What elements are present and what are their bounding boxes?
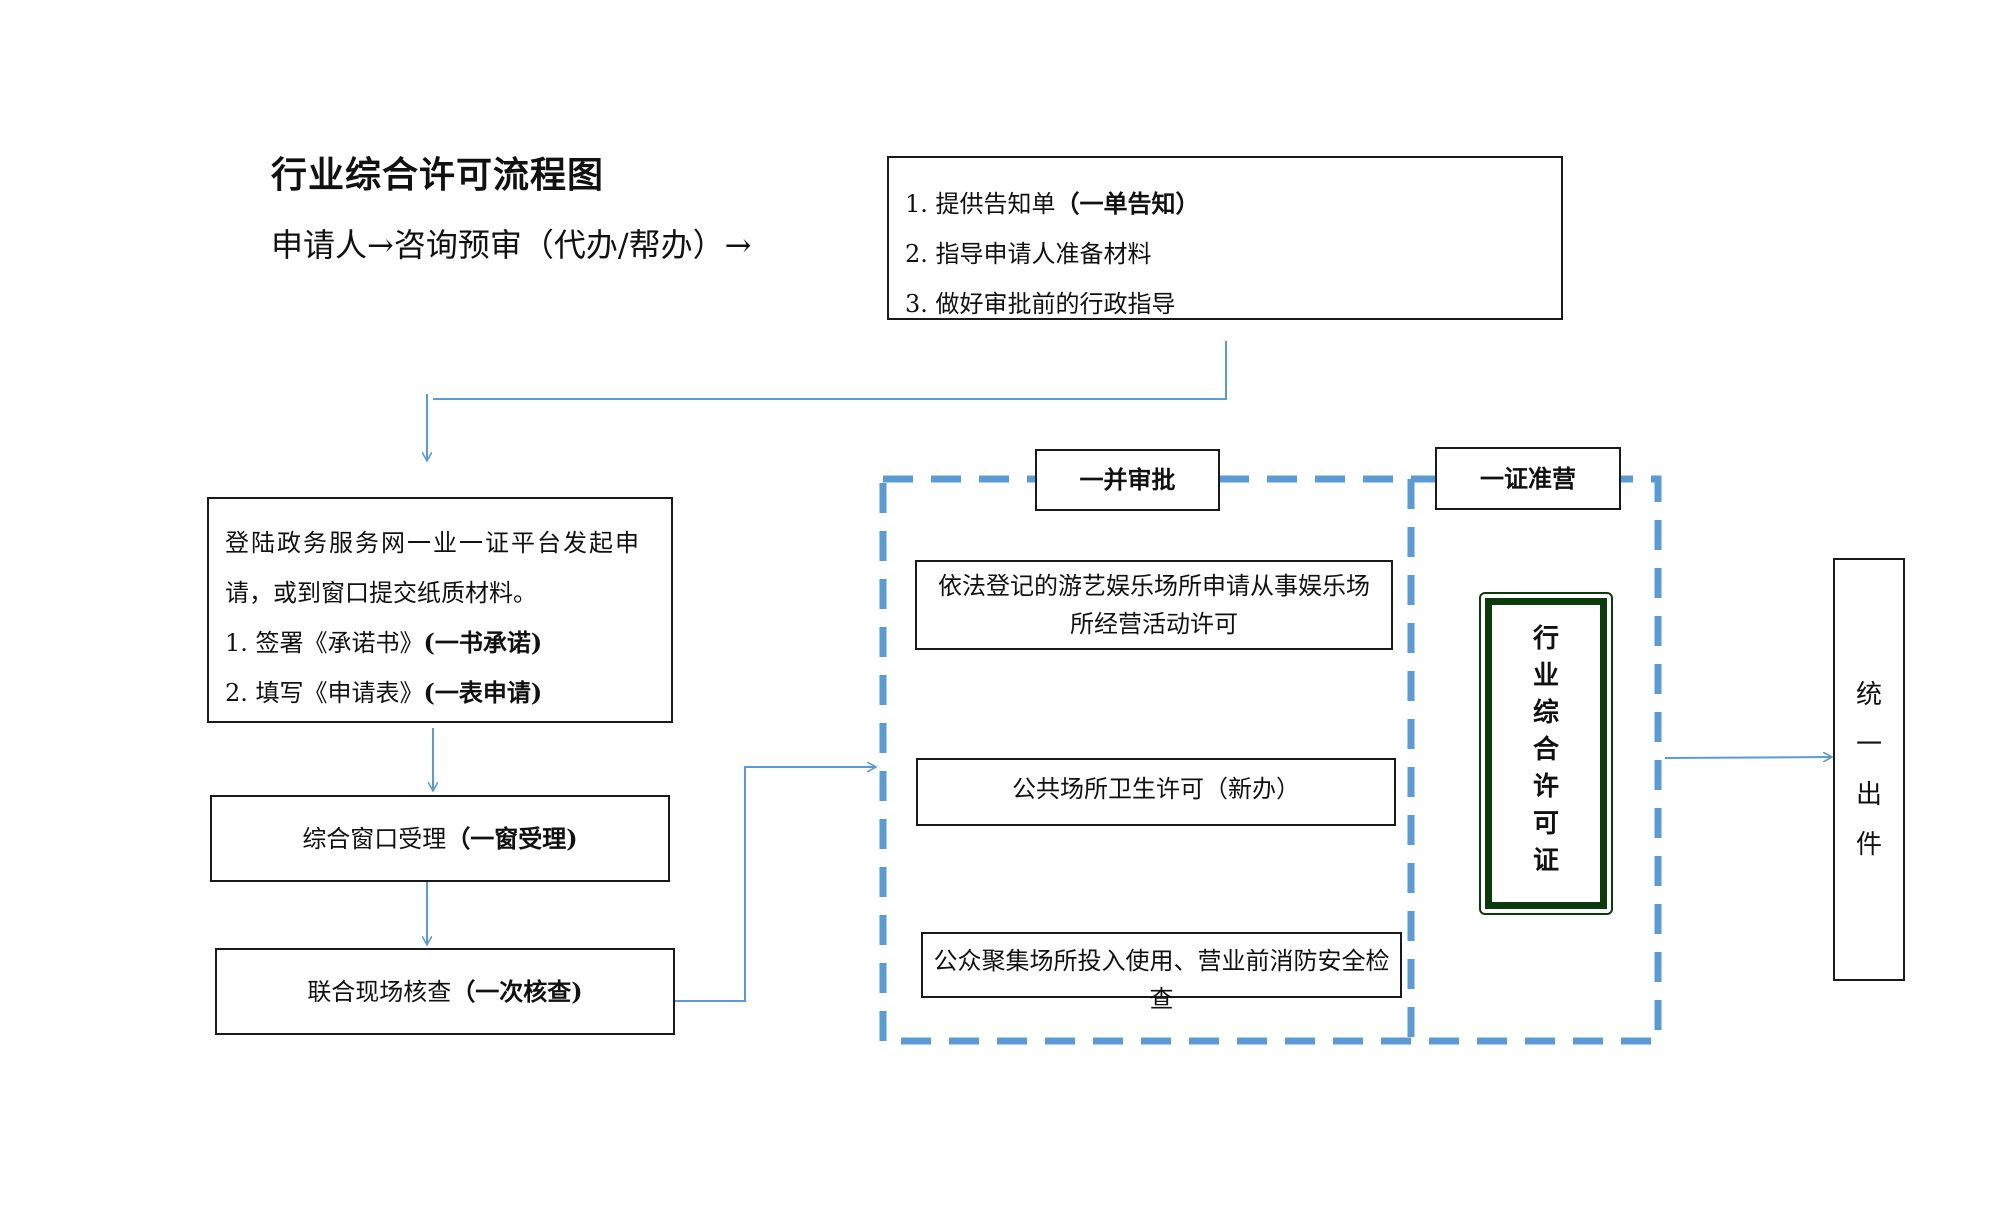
consult-item-num: 2.	[905, 240, 928, 268]
apply-line-2: 请，或到窗口提交纸质材料。	[225, 579, 537, 607]
industry-license-certificate: 行 业 综 合 许 可 证	[1479, 592, 1613, 915]
consult-item-tag: （一单告知）	[1055, 189, 1200, 218]
license-char: 综	[1532, 698, 1559, 728]
apply-item-text: 填写《申请表》	[255, 679, 424, 707]
license-char: 可	[1532, 809, 1559, 839]
approval-item-text: 公众聚集场所投入使用、营业前消防安全检查	[933, 947, 1390, 1013]
joint-approval-label-box: 一并审批	[1035, 449, 1220, 511]
consult-item-text: 指导申请人准备材料	[935, 240, 1152, 268]
consult-box: 1. 提供告知单（一单告知） 2. 指导申请人准备材料 3. 做好审批前的行政指…	[887, 156, 1563, 320]
consult-item: 1. 提供告知单（一单告知）	[905, 184, 1200, 219]
output-char: 出	[1855, 779, 1882, 810]
consult-item-text: 提供告知单	[935, 190, 1056, 218]
output-char: 一	[1855, 729, 1882, 760]
consult-item-text: 做好审批前的行政指导	[935, 290, 1176, 318]
license-char: 行	[1532, 624, 1559, 654]
consult-item-num: 1.	[905, 190, 928, 218]
window-acceptance-box: 综合窗口受理（一窗受理)	[210, 795, 670, 882]
apply-item-tag: (一表申请)	[423, 678, 543, 707]
license-frame: 行 业 综 合 许 可 证	[1485, 598, 1607, 909]
one-license-label-box: 一证准营	[1435, 447, 1621, 510]
flow-subtitle: 申请人→咨询预审（代办/帮办）→	[271, 226, 752, 264]
license-char: 证	[1532, 846, 1559, 876]
approval-item-hygiene: 公共场所卫生许可（新办）	[916, 758, 1396, 826]
joint-inspection-text: 联合现场核查	[307, 977, 452, 1006]
apply-item-num: 2.	[225, 679, 248, 707]
output-char: 统	[1855, 679, 1882, 710]
consult-item: 3. 做好审批前的行政指导	[905, 284, 1176, 319]
connector-consult-to-apply	[433, 341, 1227, 400]
joint-inspection-box: 联合现场核查（一次核查)	[215, 948, 675, 1035]
apply-item: 2. 填写《申请表》(一表申请)	[225, 673, 542, 708]
connector-inspect-to-joint	[675, 767, 875, 1002]
license-char: 许	[1532, 772, 1559, 802]
one-license-label: 一证准营	[1480, 463, 1576, 493]
license-char: 合	[1532, 735, 1559, 765]
consult-item-num: 3.	[905, 290, 928, 318]
window-acceptance-text: 综合窗口受理	[302, 824, 447, 853]
approval-item-text: 公共场所卫生许可（新办）	[1012, 775, 1300, 803]
page-title: 行业综合许可流程图	[271, 155, 605, 196]
license-char: 业	[1532, 661, 1559, 691]
output-char: 件	[1855, 829, 1882, 860]
apply-item-num: 1.	[225, 629, 248, 657]
approval-item-text: 依法登记的游艺娱乐场所申请从事娱乐场所经营活动许可	[938, 572, 1370, 638]
apply-item: 1. 签署《承诺书》(一书承诺)	[225, 623, 542, 658]
approval-item-entertainment: 依法登记的游艺娱乐场所申请从事娱乐场所经营活动许可	[915, 560, 1393, 650]
joint-inspection-tag: （一次核查)	[451, 976, 583, 1006]
unified-output-box: 统 一 出 件	[1833, 558, 1905, 981]
joint-approval-label: 一并审批	[1079, 465, 1176, 494]
consult-item: 2. 指导申请人准备材料	[905, 234, 1152, 269]
window-acceptance-tag: （一窗受理)	[446, 823, 578, 853]
apply-line-1: 登陆政务服务网一业一证平台发起申	[225, 529, 641, 557]
apply-item-tag: (一书承诺)	[423, 628, 543, 657]
approval-item-fire-safety: 公众聚集场所投入使用、营业前消防安全检查	[921, 932, 1402, 1013]
apply-box: 登陆政务服务网一业一证平台发起申 请，或到窗口提交纸质材料。 1. 签署《承诺书…	[207, 497, 673, 723]
arrow-license-to-output	[1664, 757, 1831, 758]
apply-item-text: 签署《承诺书》	[255, 629, 424, 657]
